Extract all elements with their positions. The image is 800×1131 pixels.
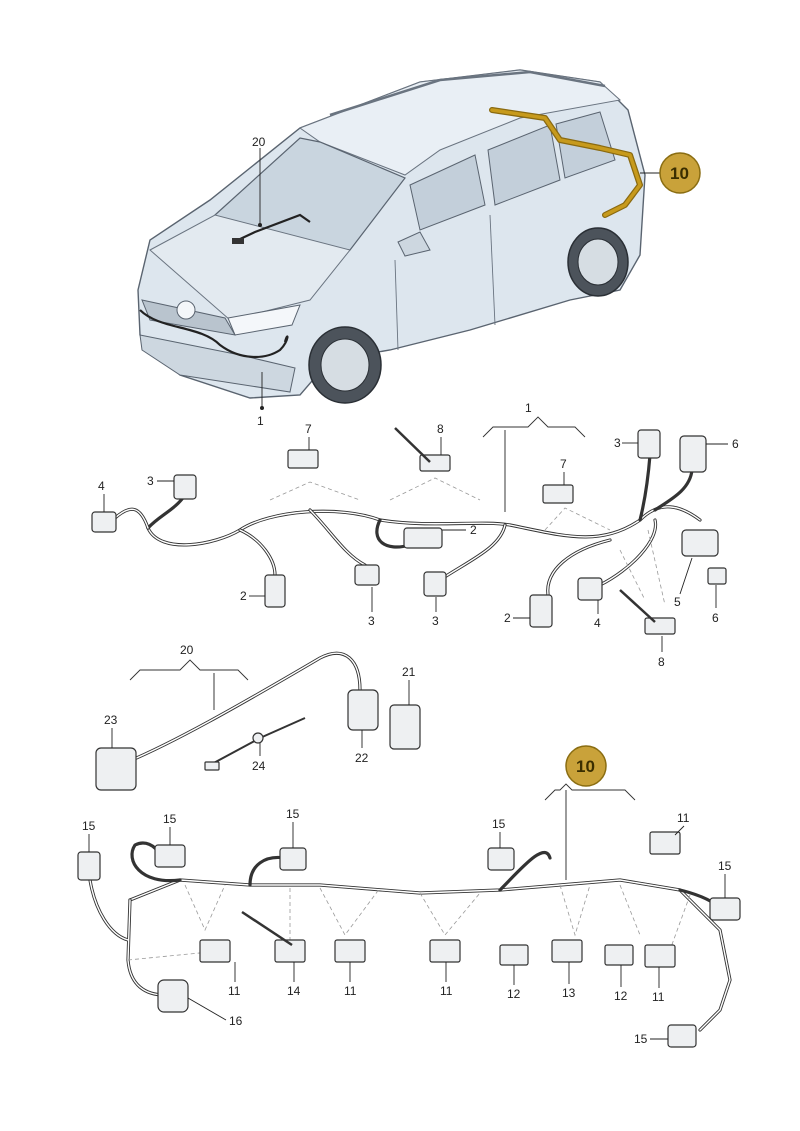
label-12-b: 12 bbox=[614, 989, 628, 1003]
label-7-mid: 7 bbox=[305, 422, 312, 436]
label-6-right-top: 6 bbox=[732, 437, 739, 451]
car-illustration bbox=[137, 69, 646, 404]
label-15-c: 15 bbox=[286, 807, 300, 821]
label-15-d: 15 bbox=[492, 817, 506, 831]
label-15-e: 15 bbox=[718, 859, 732, 873]
label-windscreen-harness: 20 bbox=[252, 135, 266, 149]
badge-harness-10-bottom: 10 bbox=[565, 745, 607, 787]
label-24: 24 bbox=[252, 759, 266, 773]
windscreen-harness: 20 bbox=[95, 643, 421, 791]
label-front-harness: 1 bbox=[257, 414, 264, 428]
label-3-bottom-b: 3 bbox=[432, 614, 439, 628]
label-14: 14 bbox=[287, 984, 301, 998]
label-16: 16 bbox=[229, 1014, 243, 1028]
label-2-left-bottom: 2 bbox=[240, 589, 247, 603]
badge-harness-10-top: 10 bbox=[659, 152, 701, 194]
label-8-right-bottom: 8 bbox=[658, 655, 665, 669]
label-11-a: 11 bbox=[228, 984, 241, 998]
label-group-20: 20 bbox=[180, 643, 194, 657]
label-6-right-bottom: 6 bbox=[712, 611, 719, 625]
label-11-c: 11 bbox=[440, 984, 453, 998]
label-21: 21 bbox=[402, 665, 416, 679]
label-3-bottom-a: 3 bbox=[368, 614, 375, 628]
front-bumper-harness: 1 bbox=[91, 401, 727, 635]
svg-text:10: 10 bbox=[670, 164, 689, 183]
label-2-center: 2 bbox=[470, 523, 477, 537]
label-23: 23 bbox=[104, 713, 118, 727]
label-11-top: 11 bbox=[677, 811, 690, 825]
svg-text:10: 10 bbox=[576, 757, 595, 776]
label-15-f: 15 bbox=[634, 1032, 648, 1046]
label-15-b: 15 bbox=[163, 812, 177, 826]
label-12-a: 12 bbox=[507, 987, 521, 1001]
label-11-b: 11 bbox=[344, 984, 357, 998]
label-22: 22 bbox=[355, 751, 369, 765]
label-5: 5 bbox=[674, 595, 681, 609]
label-15-a: 15 bbox=[82, 819, 96, 833]
label-11-d: 11 bbox=[652, 990, 665, 1004]
label-3-left-top: 3 bbox=[147, 474, 154, 488]
label-4-right-bottom: 4 bbox=[594, 616, 601, 630]
label-4-left: 4 bbox=[98, 479, 105, 493]
label-2-right-bottom: 2 bbox=[504, 611, 511, 625]
label-8-mid: 8 bbox=[437, 422, 444, 436]
label-group-1: 1 bbox=[525, 401, 532, 415]
label-7-right: 7 bbox=[560, 457, 567, 471]
rear-harness bbox=[77, 783, 741, 1048]
label-3-right-top: 3 bbox=[614, 436, 621, 450]
label-13: 13 bbox=[562, 986, 576, 1000]
